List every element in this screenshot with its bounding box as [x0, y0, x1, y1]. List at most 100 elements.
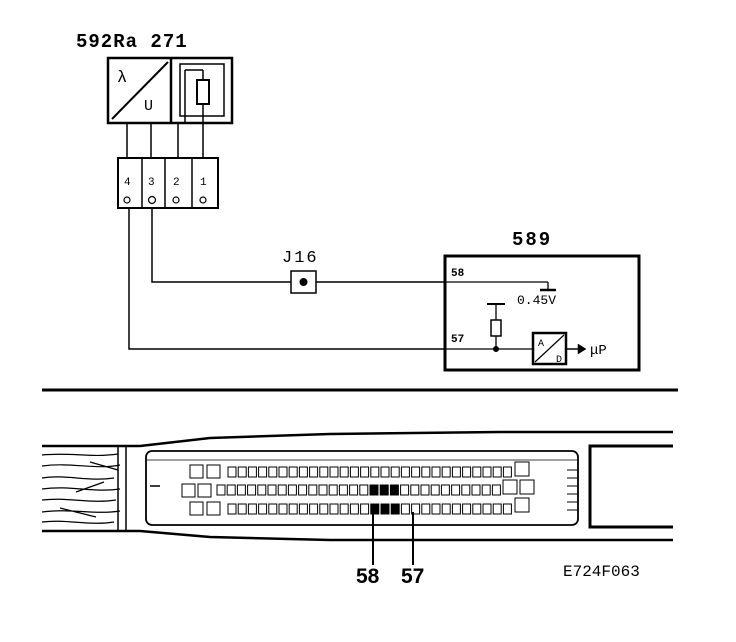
pin-cavity — [441, 466, 451, 478]
ecu-pin-58: 58 — [451, 268, 465, 280]
pin-cavity — [227, 503, 237, 515]
pin-cavity — [318, 484, 328, 496]
pin-cavity — [268, 466, 278, 478]
pin-cavity — [339, 466, 349, 478]
pin-cavity — [471, 484, 481, 496]
ecu-connector-housing — [41, 430, 673, 542]
pin-cavity — [502, 466, 512, 478]
component-label: 592Ra 271 — [76, 31, 188, 53]
pin-cavity — [431, 503, 441, 515]
pin-cavity — [400, 466, 410, 478]
ecu-pin-57: 57 — [451, 334, 464, 346]
pin-cavity — [277, 484, 287, 496]
pin-cavity — [411, 503, 421, 515]
pin-cavity — [421, 503, 431, 515]
large-pin-cavity — [519, 479, 535, 495]
pin-cavity — [329, 466, 339, 478]
pin-cavity — [482, 466, 492, 478]
pin-cavity — [338, 484, 348, 496]
pin-cavity — [227, 466, 237, 478]
sensor-connector — [117, 157, 219, 209]
sensor-symbol-u: U — [144, 98, 153, 115]
pin-cavity — [339, 503, 349, 515]
pin-cavity — [481, 484, 491, 496]
large-pin-cavity — [514, 461, 530, 477]
callout-pin-58: 58 — [356, 565, 380, 588]
signal-wires — [128, 208, 445, 350]
pin-cavity — [309, 503, 319, 515]
pin-cavity — [440, 484, 450, 496]
ground-symbol-icon — [445, 281, 556, 292]
pin-cavity — [430, 484, 440, 496]
connector-pin-grid — [181, 461, 535, 516]
pin-cavity — [400, 503, 410, 515]
adc-converter-icon — [531, 331, 568, 366]
pin-57-cavity — [380, 503, 390, 515]
sensor-wires — [126, 116, 204, 158]
pin-57-cavity — [390, 503, 400, 515]
large-pin-cavity — [197, 483, 212, 498]
pin-cavity — [287, 484, 297, 496]
pin-cavity — [349, 484, 359, 496]
pin-callout-lines — [372, 512, 414, 565]
pin-cavity — [328, 484, 338, 496]
pin-cavity — [298, 503, 308, 515]
pin-cavity — [451, 466, 461, 478]
pin-cavity — [420, 484, 430, 496]
pin-cavity — [441, 503, 451, 515]
pin-cavity — [237, 466, 247, 478]
pin-cavity — [319, 466, 329, 478]
pin-cavity — [421, 466, 431, 478]
pin-cavity — [309, 466, 319, 478]
pin-cavity — [216, 484, 226, 496]
pin-cavity — [319, 503, 329, 515]
pin-cavity — [502, 503, 512, 515]
pin-cavity — [288, 503, 298, 515]
pin-cavity — [359, 484, 369, 496]
pin-cavity — [247, 484, 257, 496]
pin-57-cavity — [370, 503, 380, 515]
pin-cavity — [482, 503, 492, 515]
pin-cavity — [237, 503, 247, 515]
pin-cavity — [247, 503, 257, 515]
large-pin-cavity — [206, 464, 221, 479]
connector-pin-1: 1 — [200, 177, 207, 189]
pin-cavity — [492, 503, 502, 515]
pin-cavity — [288, 466, 298, 478]
pin-58-cavity — [379, 484, 389, 496]
pin-cavity — [431, 466, 441, 478]
pin-cavity — [462, 503, 472, 515]
pin-cavity — [411, 466, 421, 478]
sensor-symbol-lambda: λ — [117, 69, 127, 88]
pin-cavity — [349, 466, 359, 478]
large-pin-cavity — [189, 501, 204, 516]
pin-cavity — [298, 466, 308, 478]
pin-cavity — [258, 466, 268, 478]
pin-cavity — [492, 466, 502, 478]
pin-cavity — [472, 503, 482, 515]
reference-voltage: 0.45V — [517, 293, 556, 308]
junction-label: J16 — [282, 249, 319, 268]
pin-cavity — [226, 484, 236, 496]
pin-cavity — [370, 466, 380, 478]
pin-cavity — [462, 466, 472, 478]
pin-cavity — [461, 484, 471, 496]
connector-pin-2: 2 — [173, 177, 180, 189]
ecu-box — [443, 254, 641, 372]
pin-cavity — [410, 484, 420, 496]
microprocessor-label: μP — [590, 343, 607, 359]
figure-code: E724F063 — [563, 563, 640, 581]
pin-cavity — [390, 466, 400, 478]
pin-58-cavity — [369, 484, 379, 496]
pin-cavity — [451, 503, 461, 515]
pin-cavity — [349, 503, 359, 515]
pin-cavity — [298, 484, 308, 496]
pin-cavity — [278, 503, 288, 515]
pin-58-cavity — [389, 484, 399, 496]
connector-pin-3: 3 — [148, 177, 155, 189]
pin-cavity — [268, 503, 278, 515]
pin-cavity — [278, 466, 288, 478]
output-arrow-icon — [566, 343, 587, 355]
pin-cavity — [308, 484, 318, 496]
